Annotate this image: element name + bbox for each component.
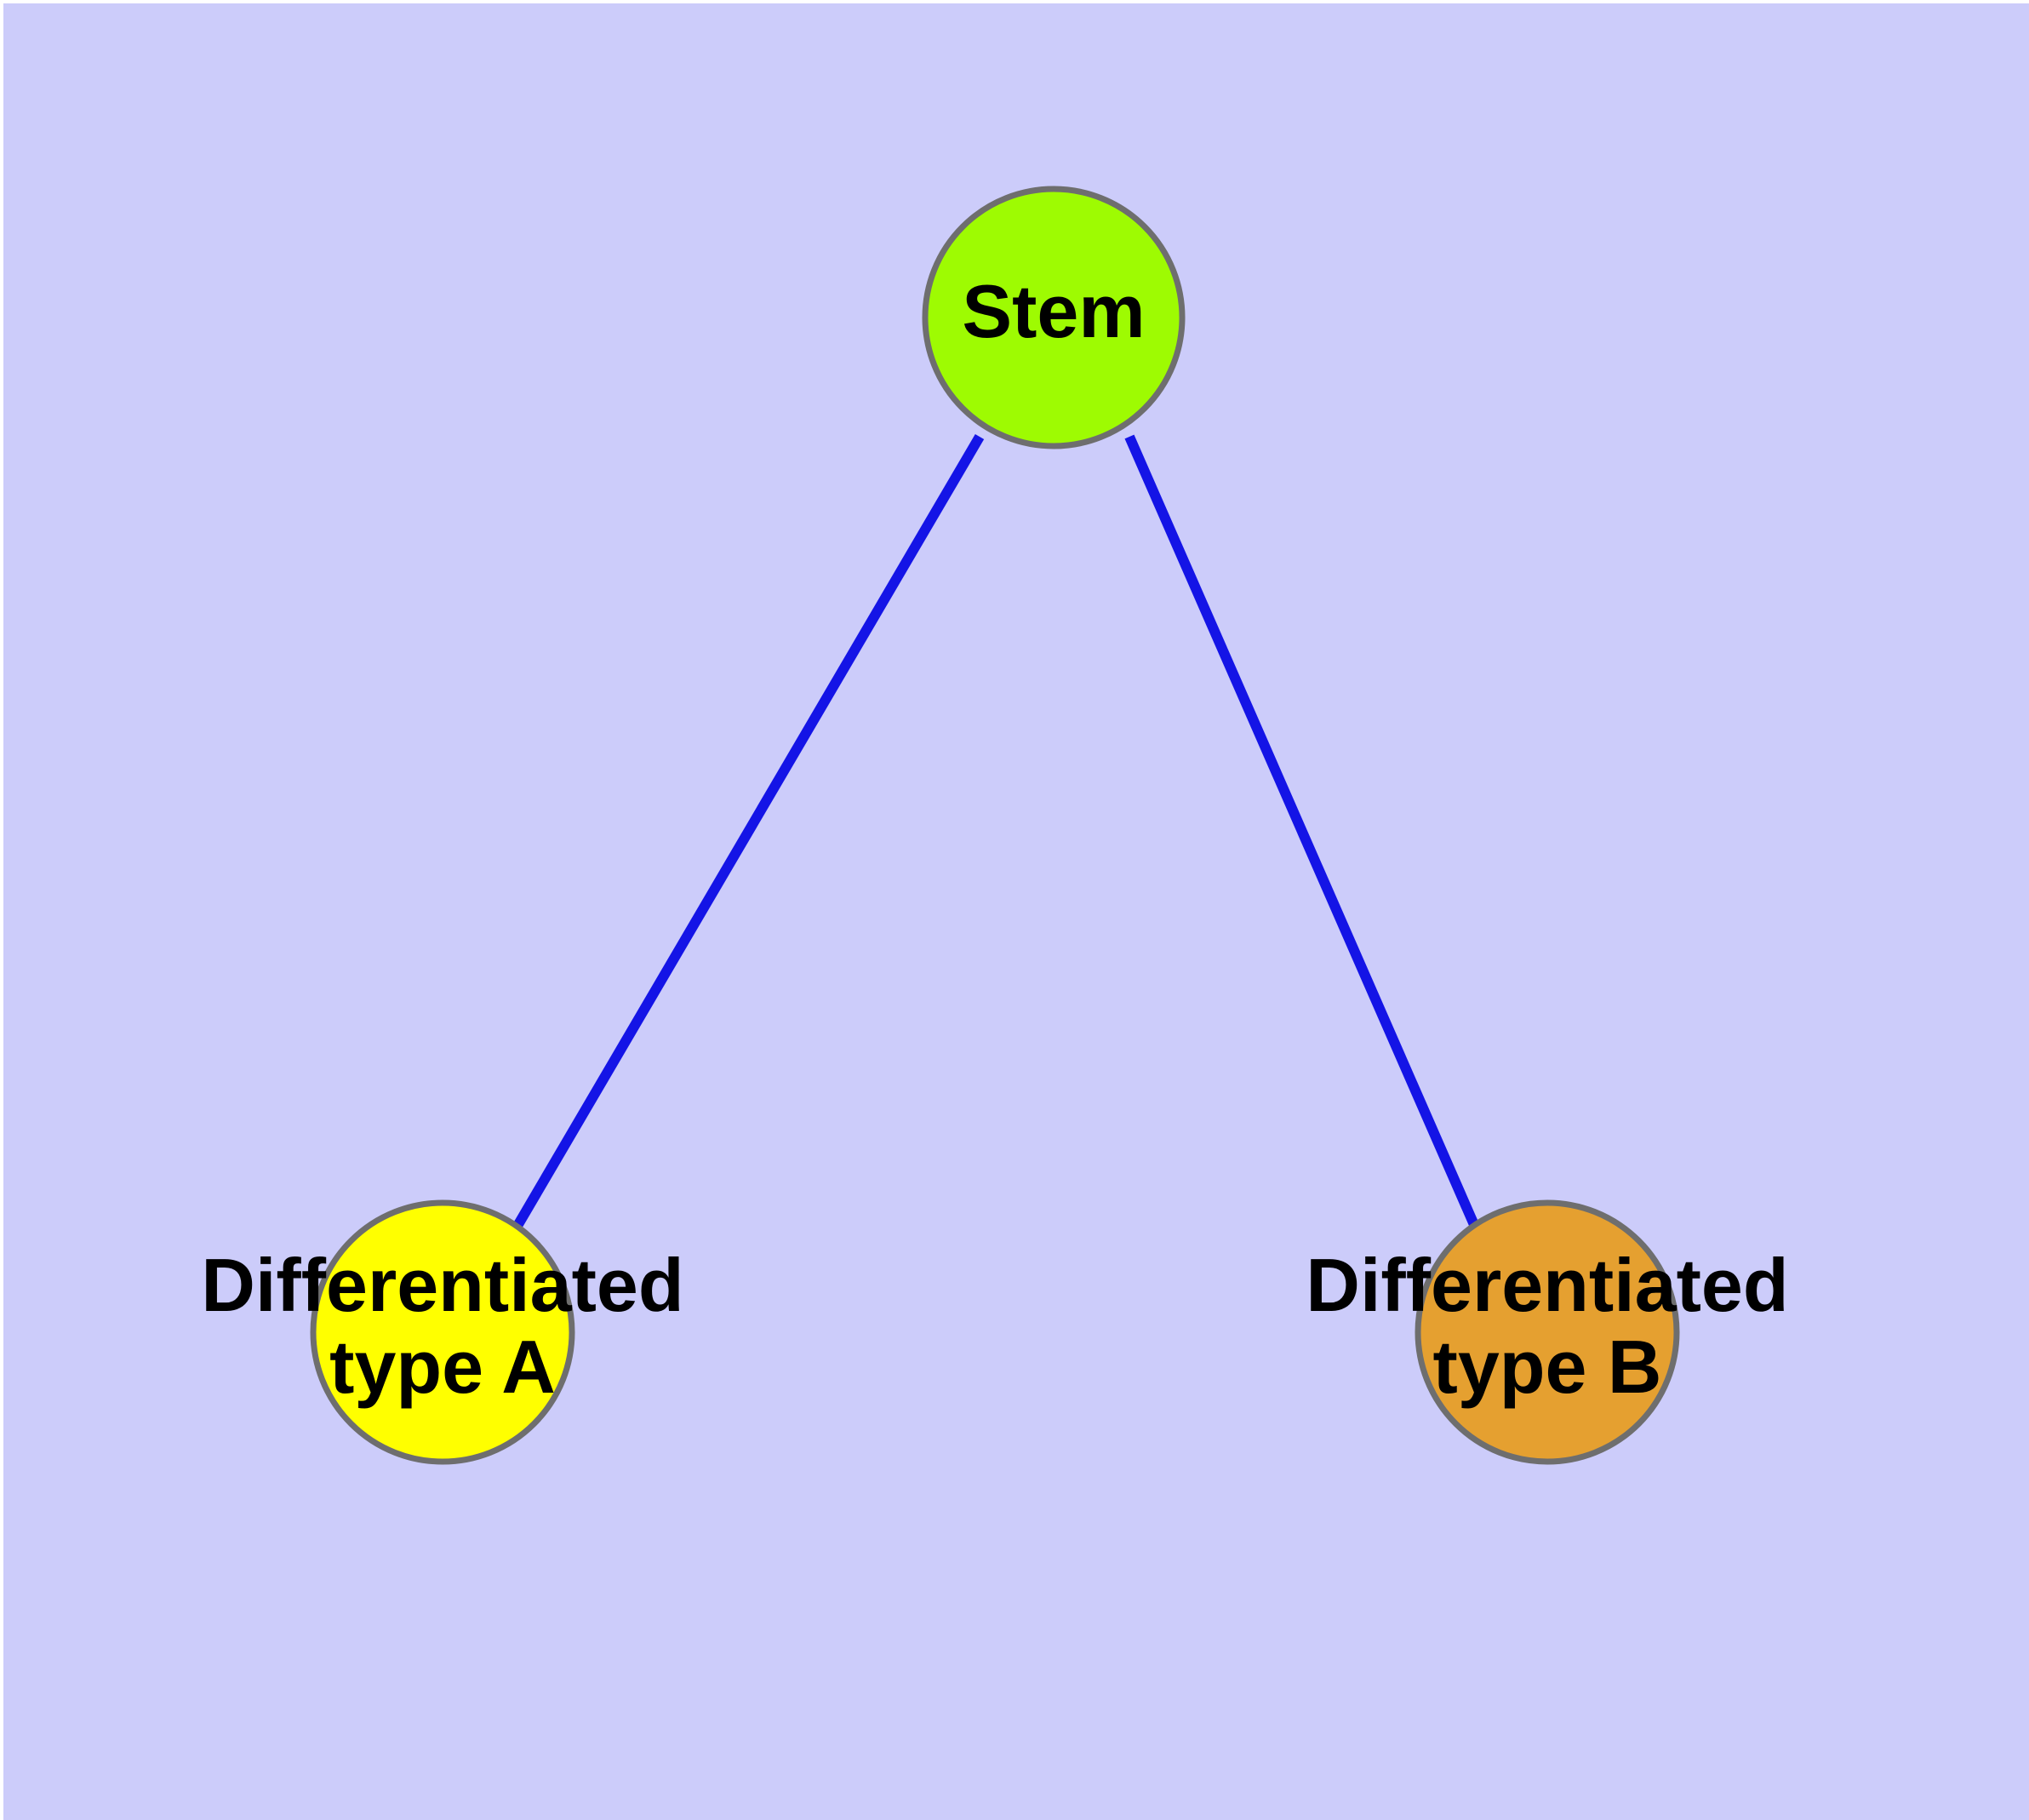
node-label-line: Differentiated — [1306, 1243, 1788, 1327]
edge-stem-to-diff_a[interactable] — [512, 433, 985, 1229]
edge-stem-to-diff_b[interactable] — [1124, 434, 1480, 1229]
edges-layer — [512, 433, 1480, 1229]
node-label-line: Differentiated — [201, 1243, 683, 1327]
node-label-line: type A — [329, 1325, 556, 1409]
node-stem[interactable] — [922, 186, 1186, 449]
node-diff_a[interactable] — [310, 1199, 575, 1465]
node-label-line: Stem — [962, 269, 1145, 353]
node-label-stem: Stem — [962, 269, 1145, 353]
node-diff_b[interactable] — [1415, 1199, 1680, 1465]
node-label-line: type B — [1433, 1325, 1662, 1409]
nodes-layer — [310, 186, 1680, 1465]
